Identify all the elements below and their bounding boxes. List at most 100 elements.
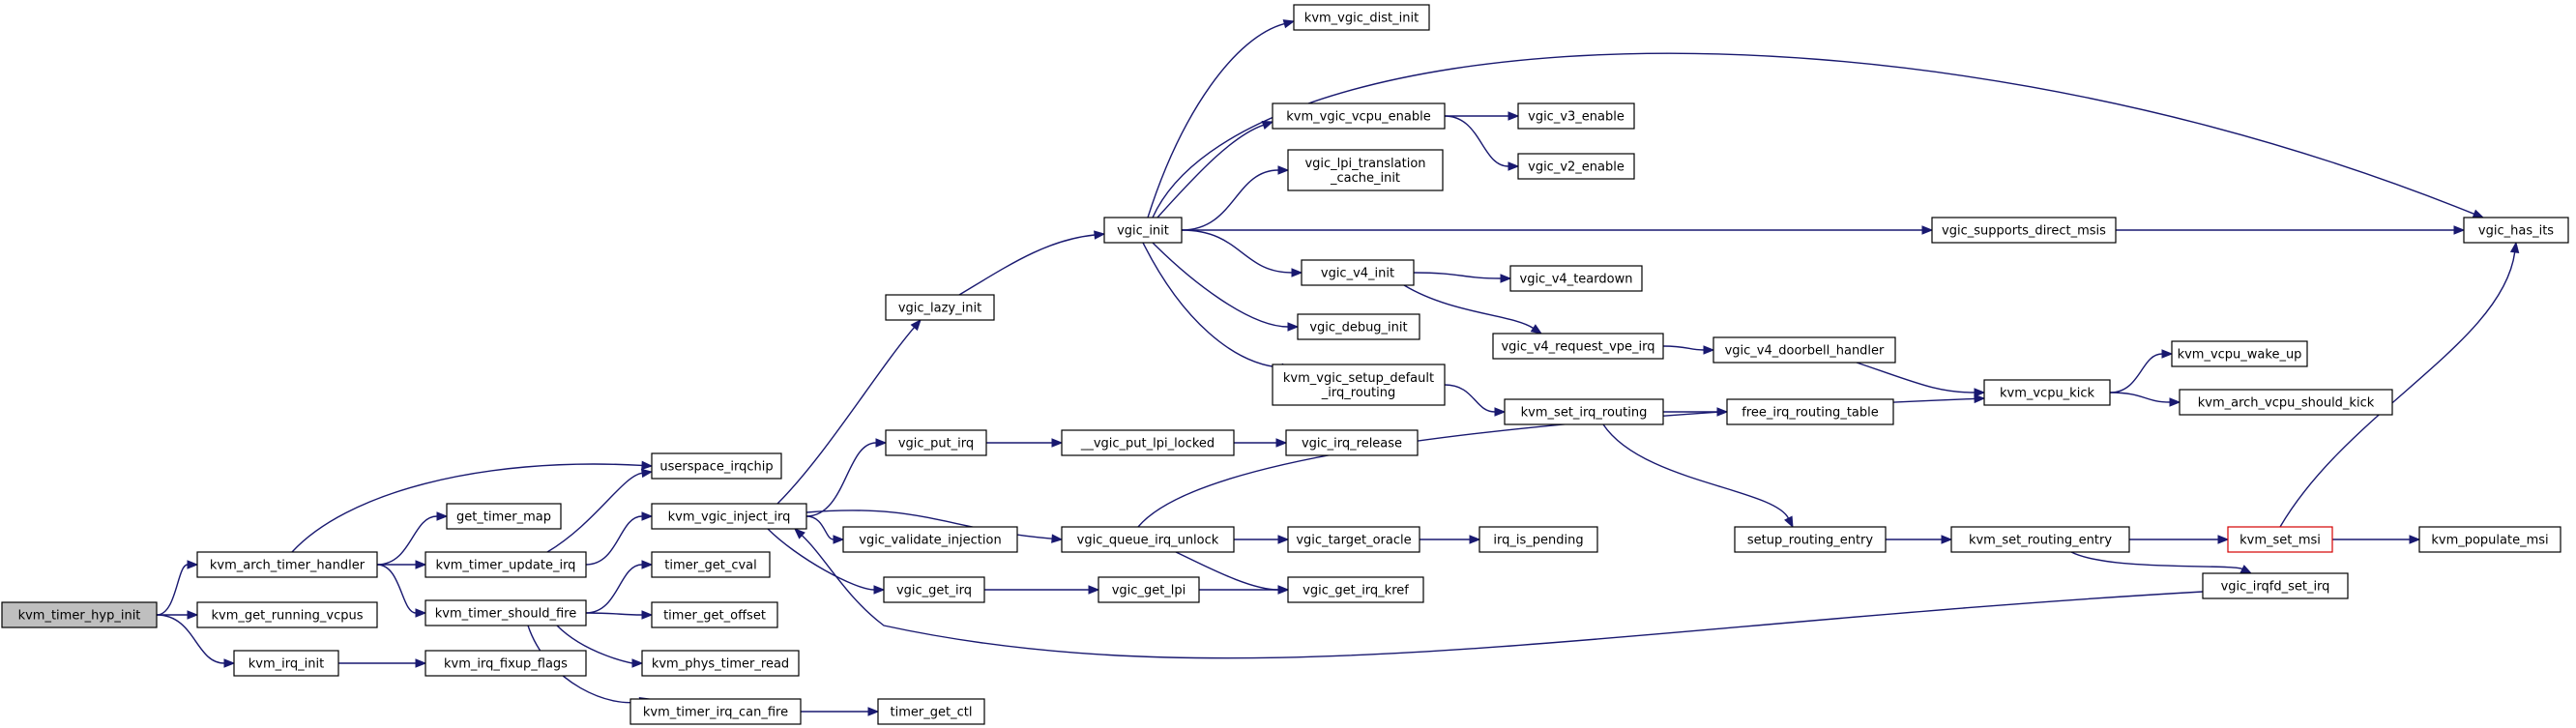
node-kvm-set-routing-entry[interactable]: kvm_set_routing_entry <box>1950 526 2130 553</box>
edge-vgic_queue_irq_unlock-to-vgic_target_oracle <box>1234 535 1290 544</box>
node-box <box>1061 526 1235 553</box>
edge-line <box>291 463 643 553</box>
edge-vgic_v4_request_vpe_irq-to-vgic_v4_doorbell_handler <box>1662 345 1715 355</box>
edge-vgic_target_oracle-to-irq_is_pending <box>1420 535 1481 544</box>
node-vgic-v3-enable[interactable]: vgic_v3_enable <box>1517 102 1635 130</box>
edge-kvm_irq_init-to-kvm_irq_fixup_flags <box>338 658 427 668</box>
edge-line <box>1175 551 1279 591</box>
arrowhead-icon <box>1277 585 1290 595</box>
edge-kvm_set_msi-to-kvm_populate_msi <box>2332 535 2421 544</box>
node-kvm-vgic-setup-default-irq-routing[interactable]: kvm_vgic_setup_default_irq_routing <box>1272 364 1446 406</box>
node-vgic-validate-injection[interactable]: vgic_validate_injection <box>842 526 1018 553</box>
edge-line <box>776 327 916 505</box>
edge-kvm_set_irq_routing-to-free_irq_routing_table <box>1663 407 1729 417</box>
arrowhead-icon <box>2472 209 2485 218</box>
node-label: kvm_vgic_dist_init <box>1304 12 1419 26</box>
node-vgic-irq-release[interactable]: vgic_irq_release <box>1285 429 1419 456</box>
arrowhead-icon <box>641 511 654 521</box>
node-kvm-timer-update-irq[interactable]: kvm_timer_update_irq <box>424 551 587 578</box>
edge-vgic_v4_init-to-vgic_v4_request_vpe_irq <box>1403 284 1543 335</box>
node-box <box>877 698 985 725</box>
arrowhead-icon <box>1530 324 1543 335</box>
node-label: kvm_set_routing_entry <box>1969 534 2112 548</box>
node-vgic-irqfd-set-irq[interactable]: vgic_irqfd_set_irq <box>2202 572 2349 599</box>
edge-line <box>156 564 189 616</box>
node-kvm-vgic-vcpu-enable[interactable]: kvm_vgic_vcpu_enable <box>1272 102 1446 130</box>
node-kvm-get-running-vcpus[interactable]: kvm_get_running_vcpus <box>196 601 378 628</box>
node-vgic-get-irq-kref[interactable]: vgic_get_irq_kref <box>1287 576 1424 603</box>
node-vgic-get-irq[interactable]: vgic_get_irq <box>883 576 985 603</box>
node-vgic-supports-direct-msis[interactable]: vgic_supports_direct_msis <box>1931 217 2117 244</box>
arrowhead-icon <box>2217 535 2230 544</box>
node-vgic-init[interactable]: vgic_init <box>1103 217 1183 244</box>
node-box <box>2463 217 2569 244</box>
node-vgic-v4-doorbell-handler[interactable]: vgic_v4_doorbell_handler <box>1712 336 1896 364</box>
node-label: kvm_set_msi <box>2239 534 2321 548</box>
node-box <box>2418 526 2561 553</box>
arrowhead-icon <box>2161 349 2174 359</box>
arrowhead-icon <box>1974 388 1986 397</box>
node-timer-get-ctl[interactable]: timer_get_ctl <box>877 698 985 725</box>
node-kvm-set-msi[interactable]: kvm_set_msi <box>2227 526 2333 553</box>
node-free-irq-routing-table[interactable]: free_irq_routing_table <box>1726 398 1894 425</box>
node-kvm-vgic-dist-init[interactable]: kvm_vgic_dist_init <box>1293 4 1430 31</box>
node-vgic-v2-enable[interactable]: vgic_v2_enable <box>1517 153 1635 180</box>
edge-__vgic_put_lpi_locked-to-vgic_irq_release <box>1233 438 1288 448</box>
node-vgic-has-its[interactable]: vgic_has_its <box>2463 217 2569 244</box>
node-box <box>1712 336 1896 364</box>
node-kvm-vcpu-kick[interactable]: kvm_vcpu_kick <box>1983 379 2111 406</box>
node-vgic-queue-irq-unlock[interactable]: vgic_queue_irq_unlock <box>1061 526 1235 553</box>
edge-kvm_timer_update_irq-to-userspace_irqchip <box>546 468 654 553</box>
node-kvm-set-irq-routing[interactable]: kvm_set_irq_routing <box>1504 398 1664 425</box>
node-kvm-populate-msi[interactable]: kvm_populate_msi <box>2418 526 2561 553</box>
arrowhead-icon <box>1261 120 1274 130</box>
node-kvm-irq-init[interactable]: kvm_irq_init <box>233 650 339 677</box>
edge-line <box>585 612 643 616</box>
node-setup-routing-entry[interactable]: setup_routing_entry <box>1734 526 1887 553</box>
node-kvm-arch-vcpu-should-kick[interactable]: kvm_arch_vcpu_should_kick <box>2179 389 2393 416</box>
node-get-timer-map[interactable]: get_timer_map <box>446 503 562 530</box>
arrowhead-icon <box>1094 230 1106 240</box>
arrowhead-icon <box>415 608 427 618</box>
node---vgic-put-lpi-locked[interactable]: __vgic_put_lpi_locked <box>1061 429 1235 456</box>
edge-kvm_vgic_setup_default_irq_routing-to-kvm_set_irq_routing <box>1444 384 1507 417</box>
edge-setup_routing_entry-to-kvm_set_routing_entry <box>1886 535 1953 544</box>
node-vgic-lpi-translation-cache-init[interactable]: vgic_lpi_translation_cache_init <box>1287 149 1444 191</box>
node-label: kvm_set_irq_routing <box>1521 406 1648 421</box>
node-vgic-debug-init[interactable]: vgic_debug_init <box>1297 313 1420 340</box>
node-kvm-arch-timer-handler[interactable]: kvm_arch_timer_handler <box>196 551 378 578</box>
node-box <box>2179 389 2393 416</box>
node-vgic-get-lpi[interactable]: vgic_get_lpi <box>1098 576 1200 603</box>
node-kvm-vgic-inject-irq[interactable]: kvm_vgic_inject_irq <box>651 503 807 530</box>
node-label: free_irq_routing_table <box>1742 406 1879 421</box>
node-label: kvm_vgic_inject_irq <box>668 510 791 525</box>
node-box <box>885 294 995 321</box>
node-box <box>2227 526 2333 553</box>
node-vgic-v4-request-vpe-irq[interactable]: vgic_v4_request_vpe_irq <box>1492 333 1664 360</box>
node-vgic-v4-init[interactable]: vgic_v4_init <box>1301 259 1415 286</box>
node-kvm-phys-timer-read[interactable]: kvm_phys_timer_read <box>641 650 800 677</box>
edge-kvm_set_msi-to-vgic_has_its <box>2279 241 2520 528</box>
node-timer-get-offset[interactable]: timer_get_offset <box>651 601 778 628</box>
node-kvm-irq-fixup-flags[interactable]: kvm_irq_fixup_flags <box>424 650 587 677</box>
node-vgic-put-irq[interactable]: vgic_put_irq <box>885 429 987 456</box>
node-box <box>1272 102 1446 130</box>
node-kvm-timer-should-fire[interactable]: kvm_timer_should_fire <box>424 599 587 626</box>
node-label: vgic_put_irq <box>898 437 974 451</box>
node-vgic-v4-teardown[interactable]: vgic_v4_teardown <box>1509 265 1643 292</box>
node-label: vgic_v3_enable <box>1528 110 1625 125</box>
edge-line <box>156 614 225 664</box>
node-userspace-irqchip[interactable]: userspace_irqchip <box>651 452 782 480</box>
node-kvm-timer-hyp-init[interactable]: kvm_timer_hyp_init <box>1 601 158 628</box>
node-irq-is-pending[interactable]: irq_is_pending <box>1478 526 1598 553</box>
node-kvm-vcpu-wake-up[interactable]: kvm_vcpu_wake_up <box>2171 340 2308 367</box>
edge-kvm_vgic_vcpu_enable-to-vgic_v3_enable <box>1445 111 1520 121</box>
node-timer-get-cval[interactable]: timer_get_cval <box>651 551 771 578</box>
node-vgic-target-oracle[interactable]: vgic_target_oracle <box>1287 526 1420 553</box>
node-kvm-timer-irq-can-fire[interactable]: kvm_timer_irq_can_fire <box>629 698 802 725</box>
edge-vgic_init-to-vgic_lpi_translation_cache_init <box>1181 165 1290 231</box>
edge-kvm_vcpu_kick-to-kvm_arch_vcpu_should_kick <box>2109 392 2181 407</box>
edge-vgic_v4_doorbell_handler-to-kvm_vcpu_kick <box>1856 362 1986 397</box>
node-vgic-lazy-init[interactable]: vgic_lazy_init <box>885 294 995 321</box>
arrowhead-icon <box>436 511 449 521</box>
